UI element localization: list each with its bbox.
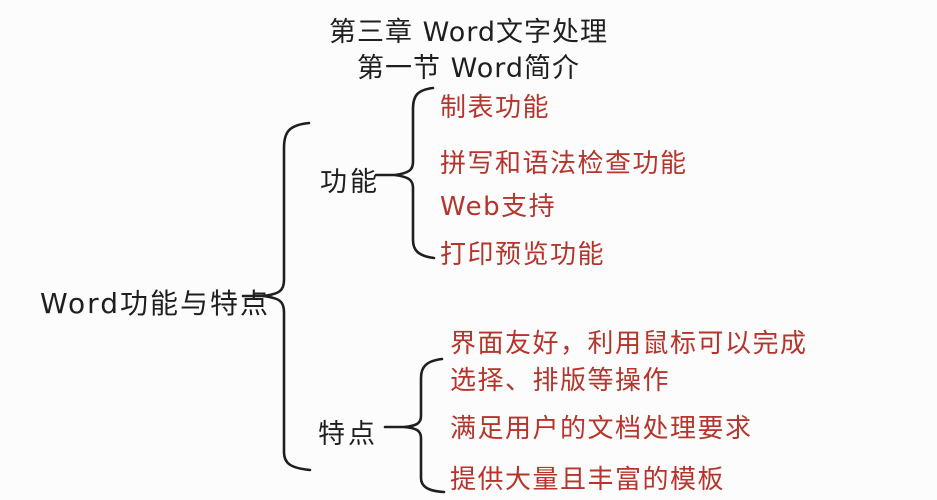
root-node: Word功能与特点 (40, 287, 270, 320)
leaf-item-friendly-ui: 界面友好，利用鼠标可以完成 选择、排版等操作 (450, 329, 808, 396)
traits-brace (403, 357, 446, 494)
leaf-item-web-support: Web支持 (440, 192, 557, 222)
leaf-item-tables: 制表功能 (440, 93, 551, 123)
section-title: 第一节 Word简介 (357, 53, 580, 84)
features-brace (394, 86, 436, 260)
main-brace (262, 121, 312, 472)
chapter-title: 第三章 Word文字处理 (329, 17, 608, 48)
leaf-item-print-preview: 打印预览功能 (440, 240, 606, 270)
leaf-item-templates: 提供大量且丰富的模板 (450, 465, 726, 495)
branch-features-label: 功能 (320, 167, 380, 198)
leaf-item-spellcheck: 拼写和语法检查功能 (440, 149, 688, 179)
branch-traits-label: 特点 (318, 419, 378, 450)
leaf-item-doc-requirements: 满足用户的文档处理要求 (450, 414, 753, 444)
